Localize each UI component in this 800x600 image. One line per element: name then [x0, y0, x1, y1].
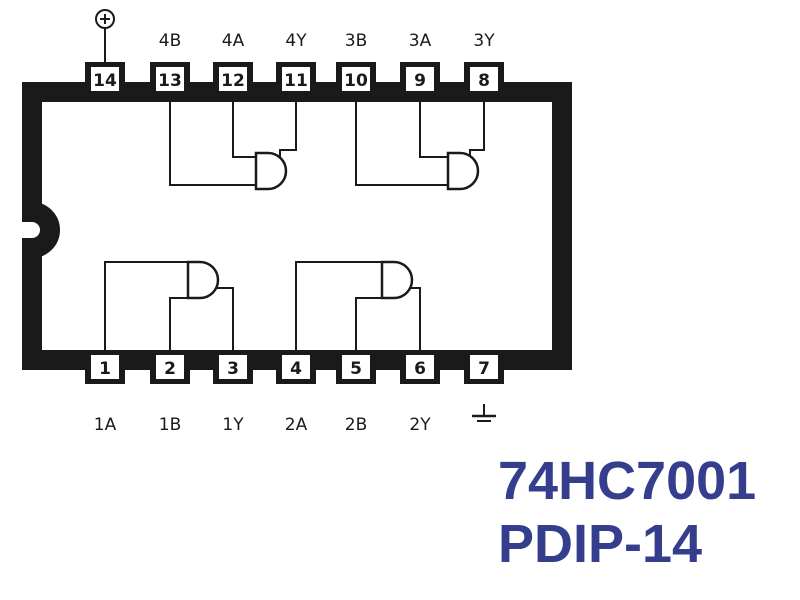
pin-number: 11 — [284, 71, 308, 91]
pin-4: 4 2A — [276, 350, 316, 435]
pin-window — [470, 355, 498, 379]
pin-window — [406, 67, 434, 91]
pin-9: 9 3A — [400, 31, 440, 96]
pin-window — [406, 355, 434, 379]
connection-wire — [404, 287, 421, 352]
pin-window — [219, 67, 247, 91]
and-gate-icon — [380, 260, 414, 300]
pin-11: 11 4Y — [276, 31, 316, 96]
pin-window — [342, 355, 370, 379]
pin-number: 8 — [478, 71, 490, 91]
pin-number: 10 — [344, 71, 368, 91]
connection-wire — [169, 297, 190, 352]
pin-7: 7 — [464, 350, 504, 384]
pin-number: 4 — [290, 359, 302, 379]
pin-number: 14 — [93, 71, 117, 91]
pin-window — [156, 355, 184, 379]
pin-label: 2B — [345, 415, 367, 435]
pin-window — [156, 67, 184, 91]
pin-number: 1 — [99, 359, 111, 379]
pin-label: 3B — [345, 31, 367, 51]
connection-wire — [419, 98, 450, 158]
pin-number: 2 — [164, 359, 176, 379]
connection-wire — [279, 98, 297, 168]
pin-label: 2Y — [409, 415, 431, 435]
pin-3: 3 1Y — [213, 350, 253, 435]
pin-window — [91, 67, 119, 91]
pin-13: 13 4B — [150, 31, 190, 96]
and-gate-icon — [446, 151, 480, 191]
pin-window — [282, 67, 310, 91]
connection-wire — [355, 297, 384, 352]
connection-wire — [214, 287, 234, 352]
pin-1: 1 1A — [85, 350, 125, 435]
pin-window — [282, 355, 310, 379]
part-number: 74HC7001 — [498, 451, 757, 511]
pin-label: 3Y — [473, 31, 495, 51]
and-gate-icon — [254, 151, 288, 191]
pin-number: 7 — [478, 359, 490, 379]
pin-number: 5 — [350, 359, 362, 379]
pin-window — [342, 67, 370, 91]
pin-6: 6 2Y — [400, 350, 440, 435]
pin-label: 4B — [159, 31, 181, 51]
pin-12: 12 4A — [213, 31, 253, 96]
pin-label: 1B — [159, 415, 181, 435]
power-supply-icon — [95, 9, 115, 62]
pin-label: 2A — [285, 415, 308, 435]
pin-10: 10 3B — [336, 31, 376, 96]
pin-number: 12 — [221, 71, 245, 91]
connection-wire — [232, 98, 258, 158]
pin-number: 6 — [414, 359, 426, 379]
connection-wire — [355, 98, 450, 186]
chip-body — [22, 82, 572, 370]
connection-wire — [169, 98, 258, 186]
pin-window — [219, 355, 247, 379]
pin-label: 3A — [409, 31, 432, 51]
and-gate-icon — [186, 260, 220, 300]
pin-window — [470, 67, 498, 91]
ground-icon — [472, 404, 496, 422]
pin-2: 2 1B — [150, 350, 190, 435]
connection-wire — [104, 261, 190, 352]
pin-14: 14 — [85, 62, 125, 96]
package-name: PDIP-14 — [498, 514, 703, 574]
pin-window — [91, 355, 119, 379]
pin-5: 5 2B — [336, 350, 376, 435]
pin-label: 4Y — [285, 31, 307, 51]
pin-label: 4A — [222, 31, 245, 51]
pin-number: 9 — [414, 71, 426, 91]
pin-number: 3 — [227, 359, 239, 379]
pin-label: 1Y — [222, 415, 244, 435]
pin-label: 1A — [94, 415, 117, 435]
pin-number: 13 — [158, 71, 182, 91]
connection-wire — [295, 261, 384, 352]
pin-8: 8 3Y — [464, 31, 504, 96]
